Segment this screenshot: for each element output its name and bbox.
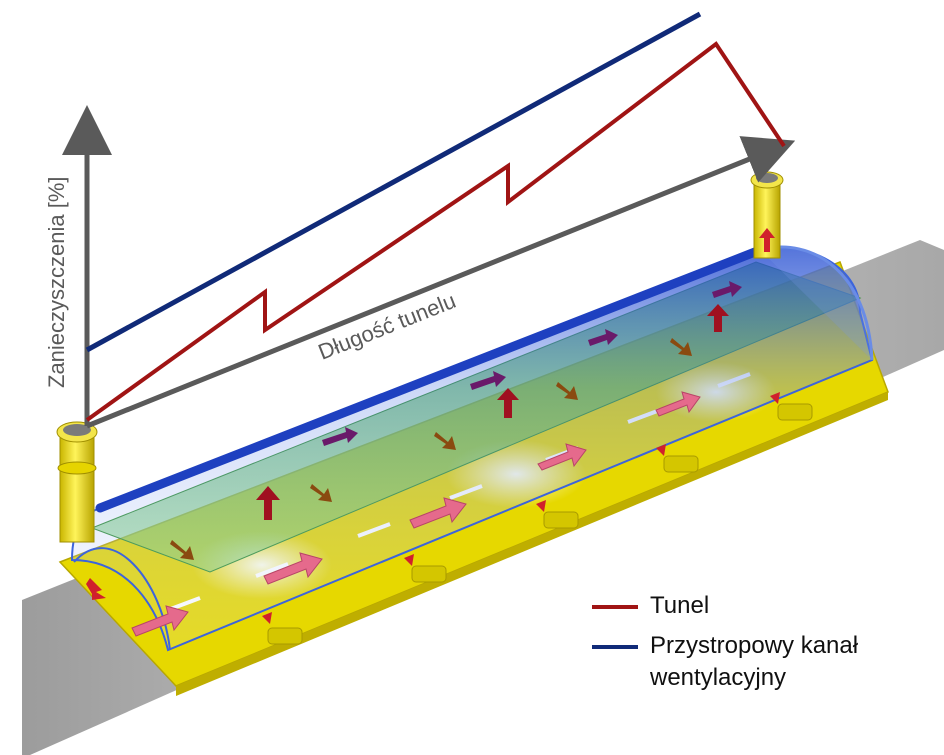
- legend-item-tunnel: Tunel: [592, 590, 932, 622]
- duct-arrow: [434, 432, 456, 450]
- tunnel-line: [85, 41, 786, 422]
- legend-swatch-duct: [592, 645, 638, 649]
- exhaust-arrow: [759, 228, 775, 252]
- inlet-arrow: [86, 578, 106, 600]
- legend-label-duct: Przystropowy kanał wentylacyjny: [650, 632, 859, 691]
- extraction-arrow: [256, 486, 280, 520]
- duct-arrow: [170, 540, 194, 560]
- legend-swatch-tunnel: [592, 605, 638, 609]
- duct-arrow: [588, 329, 618, 346]
- fan-icon: [411, 565, 447, 583]
- fan-icon: [543, 511, 579, 529]
- airflow-arrow: [536, 500, 546, 512]
- duct-arrow: [670, 338, 692, 356]
- airflow-arrow: [262, 612, 272, 624]
- duct-arrow: [712, 281, 742, 298]
- duct-line: [85, 11, 702, 353]
- extraction-arrow: [707, 304, 729, 332]
- legend-item-duct: Przystropowy kanał wentylacyjny: [592, 630, 932, 694]
- duct-arrow: [322, 427, 358, 446]
- x-axis: [86, 136, 796, 429]
- platform-edge: [176, 392, 888, 696]
- airflow-arrow: [409, 497, 467, 529]
- airflow-arrow: [656, 444, 666, 456]
- legend: Tunel Przystropowy kanał wentylacyjny: [592, 590, 932, 702]
- airflow-arrow: [131, 605, 189, 637]
- airflow-arrow: [537, 443, 587, 471]
- platform-fixtures: [267, 403, 813, 645]
- duct-arrow: [556, 382, 578, 400]
- fan-icon: [663, 455, 699, 473]
- airflow-arrow: [404, 554, 414, 566]
- airflow-arrow: [655, 391, 701, 417]
- shaft-icon: [56, 421, 98, 543]
- airflow-arrow: [770, 392, 780, 404]
- airflow-arrow: [263, 552, 323, 585]
- duct-arrow: [470, 371, 506, 390]
- fan-icon: [777, 403, 813, 421]
- y-axis-label: Zanieczyszczenia [%]: [44, 176, 69, 388]
- extraction-arrow: [497, 388, 519, 418]
- fan-icon: [267, 627, 303, 645]
- shaft-icon: [750, 171, 784, 259]
- airflow-arrows: [66, 281, 780, 637]
- duct-arrow: [310, 484, 332, 502]
- tube-top-rim: [95, 245, 765, 513]
- legend-label-tunnel: Tunel: [650, 592, 710, 619]
